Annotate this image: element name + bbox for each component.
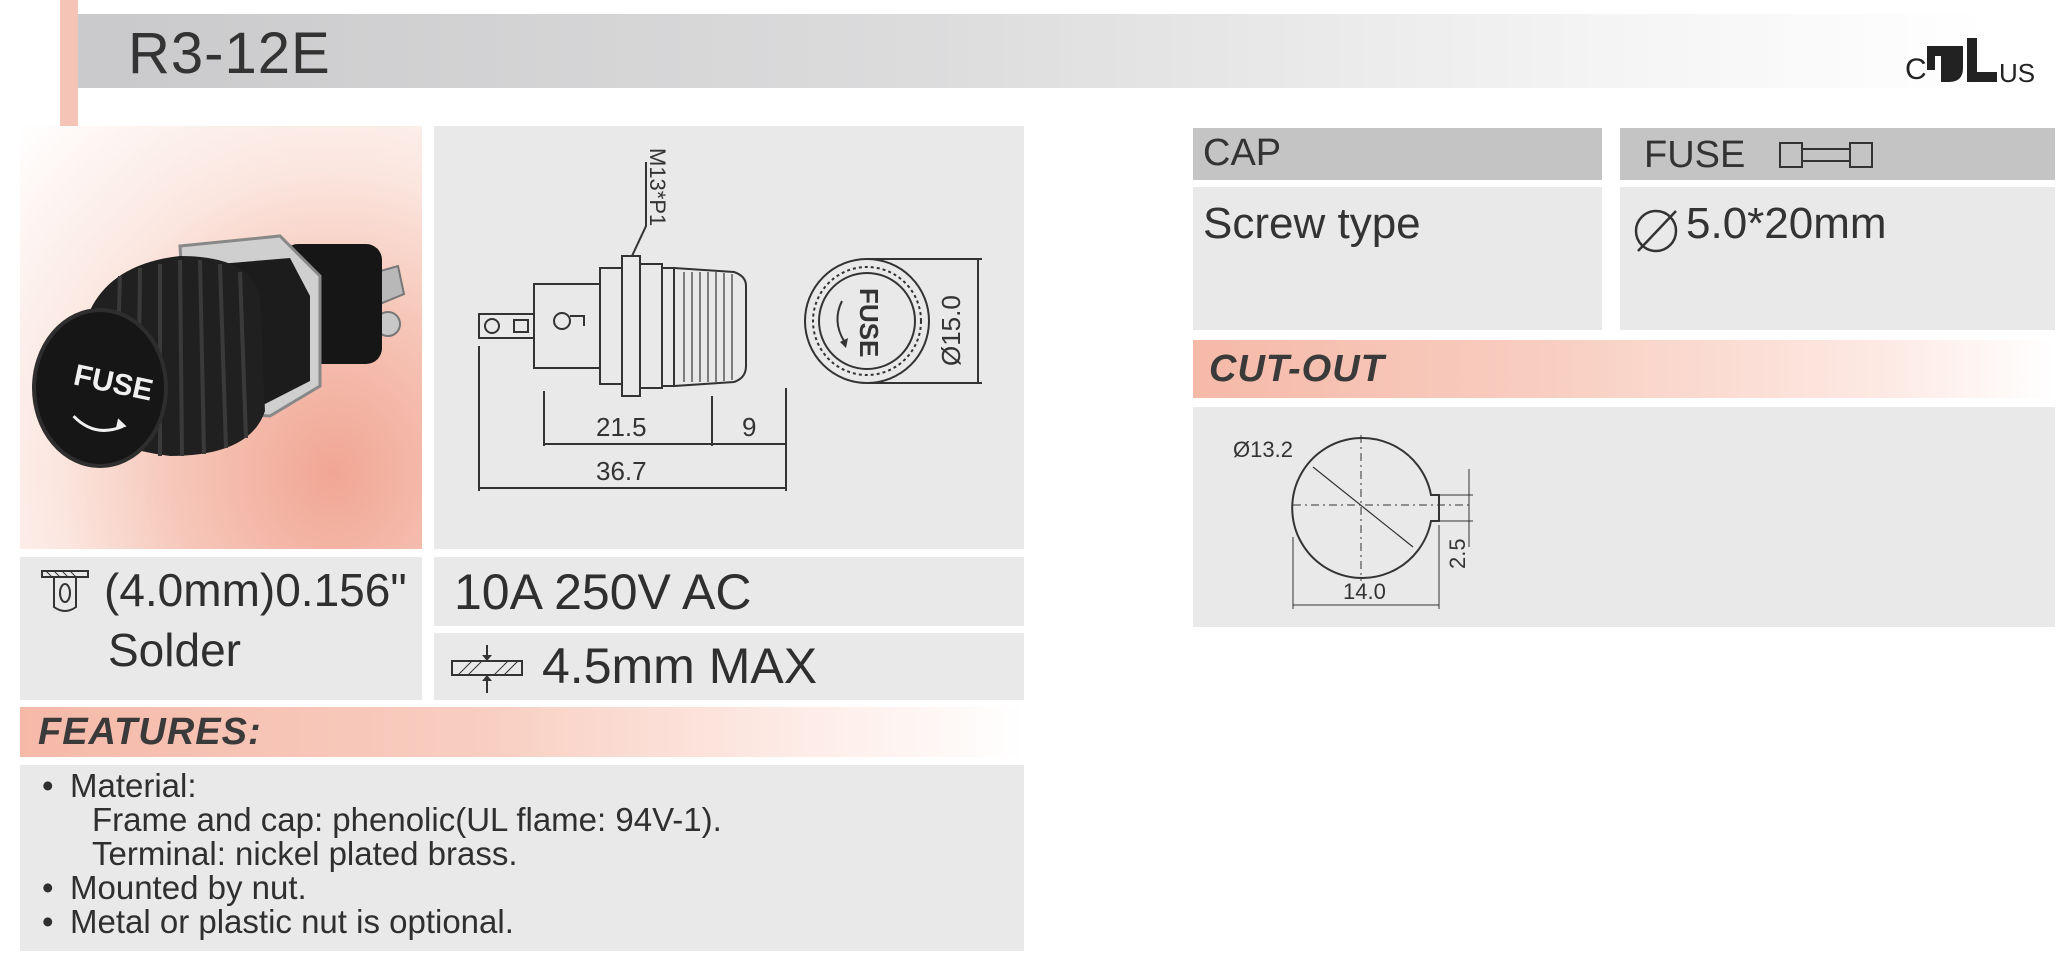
feature-item: Frame and cap: phenolic(UL flame: 94V-1)… bbox=[92, 801, 722, 838]
cert-prefix: C bbox=[1905, 53, 1927, 86]
header-accent-stripe bbox=[60, 0, 78, 126]
feature-item: Material: bbox=[70, 767, 197, 804]
dimension-drawing: M13*P1 21.5 9 36.7 Ø15.0 FUSE bbox=[434, 126, 1024, 549]
terminal-type: Solder bbox=[108, 624, 241, 676]
terminal-spec-box: (4.0mm)0.156" Solder bbox=[20, 557, 422, 700]
fuse-value: 5.0*20mm bbox=[1686, 199, 1887, 248]
cutout-drawing-box: Ø13.2 14.0 2.5 bbox=[1193, 407, 2055, 627]
panel-thickness-value: 4.5mm MAX bbox=[542, 638, 818, 694]
dim-15-0: Ø15.0 bbox=[936, 295, 966, 366]
cartridge-fuse-icon bbox=[1779, 142, 1873, 168]
cutout-diameter: Ø13.2 bbox=[1233, 437, 1293, 462]
cutout-header: CUT-OUT bbox=[1193, 340, 2055, 398]
feature-bullet: • bbox=[42, 767, 54, 804]
ul-certification-icon: C US bbox=[1905, 38, 2035, 88]
feature-bullet: • bbox=[42, 903, 54, 940]
terminal-size: (4.0mm)0.156" bbox=[104, 564, 407, 616]
features-list: • Material: Frame and cap: phenolic(UL f… bbox=[20, 765, 1024, 951]
features-title: FEATURES: bbox=[38, 711, 262, 753]
panel-thickness-box: 4.5mm MAX bbox=[434, 633, 1024, 700]
drawing-cap-text: FUSE bbox=[854, 288, 884, 357]
panel-thickness-icon bbox=[451, 645, 523, 693]
cap-value: Screw type bbox=[1203, 199, 1421, 248]
fuse-header: FUSE bbox=[1620, 128, 2055, 180]
dim-21-5: 21.5 bbox=[596, 412, 647, 442]
fuse-holder-image: FUSE bbox=[32, 234, 406, 468]
diameter-icon bbox=[1634, 209, 1678, 253]
cap-value-box: Screw type bbox=[1193, 187, 1602, 330]
cap-header: CAP bbox=[1193, 128, 1602, 180]
feature-item: Terminal: nickel plated brass. bbox=[92, 835, 518, 872]
cert-suffix: US bbox=[1999, 58, 2035, 88]
cutout-flat: 2.5 bbox=[1445, 538, 1470, 569]
cap-header-label: CAP bbox=[1203, 132, 1282, 174]
rating-box: 10A 250V AC bbox=[434, 557, 1024, 626]
cutout-width: 14.0 bbox=[1343, 579, 1386, 604]
fuse-value-box: 5.0*20mm bbox=[1620, 187, 2055, 330]
cutout-title: CUT-OUT bbox=[1209, 348, 1385, 390]
product-photo: FUSE bbox=[20, 126, 422, 549]
cutout-drawing: Ø13.2 14.0 2.5 bbox=[1233, 435, 1473, 609]
header-bar bbox=[60, 14, 1990, 88]
feature-item: Metal or plastic nut is optional. bbox=[70, 903, 514, 940]
terminal-icon bbox=[41, 570, 89, 612]
side-view-drawing: M13*P1 21.5 9 36.7 Ø15.0 FUSE bbox=[478, 148, 982, 491]
fuse-header-label: FUSE bbox=[1644, 134, 1746, 176]
dim-9: 9 bbox=[742, 412, 756, 442]
thread-label: M13*P1 bbox=[645, 148, 670, 226]
dim-36-7: 36.7 bbox=[596, 456, 647, 486]
features-header: FEATURES: bbox=[20, 707, 1024, 757]
model-title: R3-12E bbox=[128, 21, 331, 86]
feature-item: Mounted by nut. bbox=[70, 869, 307, 906]
rating-value: 10A 250V AC bbox=[454, 564, 752, 620]
feature-bullet: • bbox=[42, 869, 54, 906]
